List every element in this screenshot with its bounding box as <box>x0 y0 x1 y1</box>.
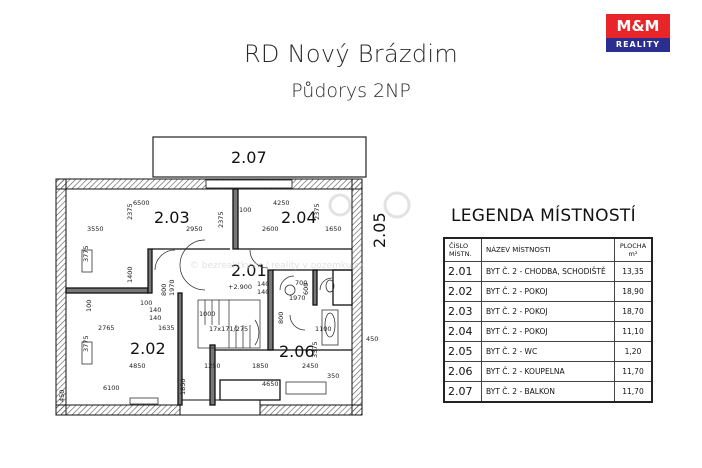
dim-1400: 1400 <box>126 266 134 283</box>
dim-3775-b: 3775 <box>82 335 90 352</box>
dim-4650: 4650 <box>262 380 279 388</box>
dim-100-b: 100 <box>85 300 93 312</box>
room-label-2-07: 2.07 <box>231 148 267 167</box>
room-legend-table: ČÍSLO MÍSTN. NÁZEV MÍSTNOSTI PLOCHA m² 2… <box>443 237 653 403</box>
dim-2375-c: 2375 <box>313 203 321 220</box>
dim-1000: 1000 <box>199 310 216 318</box>
dim-100-c: 100 <box>140 299 152 307</box>
dim-450-a: 450 <box>366 335 378 343</box>
legend-header-area: PLOCHA m² <box>614 237 653 262</box>
dim-1850-a: 1850 <box>252 362 269 370</box>
dim-600: 600 <box>302 283 310 295</box>
dim-1850-b: 1850 <box>179 378 187 395</box>
room-label-2-05: 2.05 <box>370 212 389 248</box>
dim-6500: 6500 <box>133 199 150 207</box>
room-label-2-03: 2.03 <box>154 208 190 227</box>
logo-wordmark: REALITY <box>606 38 670 52</box>
dim-4850: 4850 <box>129 362 146 370</box>
outer-walls <box>55 178 363 416</box>
legend-header-row: ČÍSLO MÍSTN. NÁZEV MÍSTNOSTI PLOCHA m² <box>443 237 653 262</box>
dim-140-c: 140 <box>257 280 269 288</box>
legend-room-area: 11,70 <box>614 361 653 382</box>
plan-title: RD Nový Brázdim <box>243 40 459 68</box>
dim-350: 350 <box>327 372 339 380</box>
legend-row: 2.06 BYT Č. 2 - KOUPELNA 11,70 <box>443 361 653 382</box>
dim-1650: 1650 <box>325 225 342 233</box>
legend-title: LEGENDA MÍSTNOSTÍ <box>451 206 636 226</box>
dim-2950: 2950 <box>186 225 203 233</box>
legend-row: 2.07 BYT Č. 2 - BALKON 11,70 <box>443 381 653 403</box>
windows <box>81 249 159 405</box>
legend-row: 2.01 BYT Č. 2 - CHODBA, SCHODIŠTĚ 13,35 <box>443 261 653 282</box>
dim-1970-b: 1970 <box>289 294 306 302</box>
legend-room-name: BYT Č. 2 - POKOJ <box>481 321 615 342</box>
brand-logo[interactable]: M&M REALITY <box>606 14 670 54</box>
legend-row: 2.03 BYT Č. 2 - POKOJ 18,70 <box>443 301 653 322</box>
legend-room-id: 2.02 <box>443 281 482 302</box>
legend-room-name: BYT Č. 2 - POKOJ <box>481 281 615 302</box>
dim-700: 700 <box>295 279 307 287</box>
dim-3375: 3375 <box>311 341 319 358</box>
dim-1100: 1100 <box>315 325 332 333</box>
dim-140-d: 140 <box>257 288 269 296</box>
legend-room-area: 18,70 <box>614 301 653 322</box>
legend-room-name: BYT Č. 2 - CHODBA, SCHODIŠTĚ <box>481 261 615 282</box>
stairs-spec: 17x171/275 <box>209 325 248 333</box>
dim-4250: 4250 <box>273 199 290 207</box>
legend-header-name: NÁZEV MÍSTNOSTI <box>481 237 615 262</box>
door-swings <box>154 249 333 331</box>
dim-1635: 1635 <box>158 324 175 332</box>
legend-row: 2.04 BYT Č. 2 - POKOJ 11,10 <box>443 321 653 342</box>
staircase <box>179 239 261 349</box>
dim-1250: 1250 <box>204 362 221 370</box>
legend-room-id: 2.04 <box>443 321 482 342</box>
watermark-icon <box>328 191 411 219</box>
dim-2375-a: 2375 <box>126 203 134 220</box>
dim-800-b: 800 <box>277 312 285 324</box>
legend-room-area: 13,35 <box>614 261 653 282</box>
legend-room-id: 2.06 <box>443 361 482 382</box>
dim-800-a: 800 <box>160 284 168 296</box>
dim-140-a: 140 <box>149 306 161 314</box>
plan-subtitle: Půdorys 2NP <box>291 80 411 102</box>
legend-room-name: BYT Č. 2 - WC <box>481 341 615 362</box>
dim-2375-b: 2375 <box>217 211 225 228</box>
dim-3550: 3550 <box>87 225 104 233</box>
dim-3775-a: 3775 <box>82 245 90 262</box>
legend-room-name: BYT Č. 2 - POKOJ <box>481 301 615 322</box>
legend-room-id: 2.01 <box>443 261 482 282</box>
legend-room-area: 1,20 <box>614 341 653 362</box>
legend-room-name: BYT Č. 2 - BALKON <box>481 381 615 403</box>
legend-room-id: 2.07 <box>443 381 482 403</box>
dim-2600: 2600 <box>262 225 279 233</box>
bathroom-fixtures <box>284 279 339 395</box>
legend-room-name: BYT Č. 2 - KOUPELNA <box>481 361 615 382</box>
dim-2450: 2450 <box>302 362 319 370</box>
dim-6100: 6100 <box>103 384 120 392</box>
inner-walls <box>65 188 353 406</box>
legend-header-number: ČÍSLO MÍSTN. <box>443 237 482 262</box>
dim-140-b: 140 <box>149 314 161 322</box>
dim-100-a: 100 <box>239 206 251 214</box>
logo-mark: M&M <box>606 14 670 38</box>
room-label-2-02: 2.02 <box>130 339 166 358</box>
room-label-2-06: 2.06 <box>279 342 315 361</box>
dim-1970-a: 1970 <box>168 279 176 296</box>
dim-450-b: 450 <box>58 390 66 402</box>
watermark: © bezrealitky.cz / reality v pozemku.cz <box>190 261 364 271</box>
legend-room-id: 2.03 <box>443 301 482 322</box>
legend-room-id: 2.05 <box>443 341 482 362</box>
legend-row: 2.05 BYT Č. 2 - WC 1,20 <box>443 341 653 362</box>
dim-2765: 2765 <box>98 324 115 332</box>
legend-room-area: 11,70 <box>614 381 653 403</box>
legend-room-area: 18,90 <box>614 281 653 302</box>
balcony-outline <box>152 136 367 178</box>
level-2900: +2.900 <box>228 283 252 291</box>
legend-row: 2.02 BYT Č. 2 - POKOJ 18,90 <box>443 281 653 302</box>
room-label-2-01: 2.01 <box>231 261 267 280</box>
room-label-2-04: 2.04 <box>281 208 317 227</box>
legend-room-area: 11,10 <box>614 321 653 342</box>
